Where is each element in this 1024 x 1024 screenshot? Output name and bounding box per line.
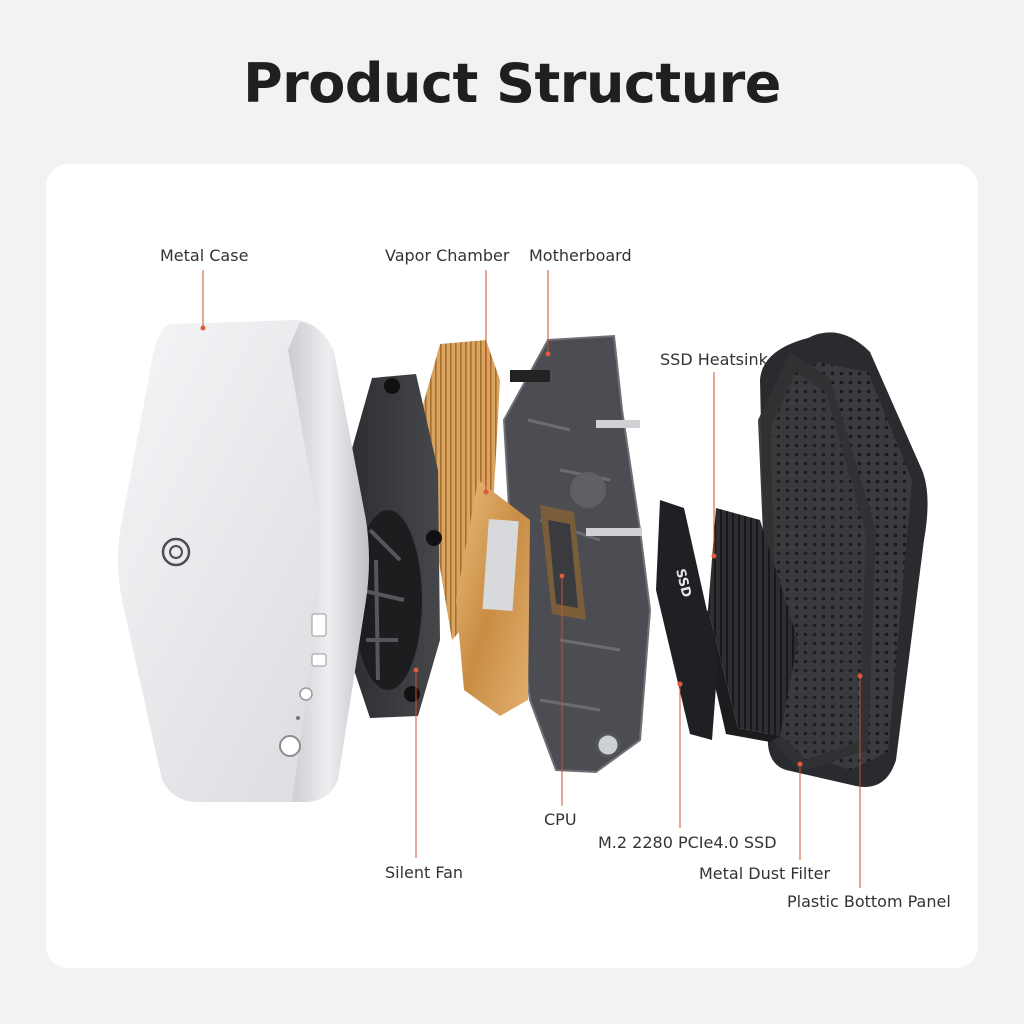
silent-fan-part [344,374,442,718]
metal-case-part [118,320,369,802]
leader-lines [202,270,861,888]
metal-dust-filter-part [758,352,876,772]
m2-ssd-part: SSD [656,500,718,740]
ssd-chip-text: SSD [672,567,694,599]
label-ssd-heatsink: SSD Heatsink [660,350,768,369]
label-motherboard: Motherboard [529,246,632,265]
cpu-part [540,505,586,620]
label-vapor-chamber: Vapor Chamber [385,246,510,265]
label-metal-case: Metal Case [160,246,249,265]
label-metal-dust-filter: Metal Dust Filter [699,864,831,883]
label-ssd: M.2 2280 PCIe4.0 SSD [598,833,777,852]
label-cpu: CPU [544,810,577,829]
page-title: Product Structure [243,52,781,115]
vapor-chamber-part [416,340,530,716]
label-silent-fan: Silent Fan [385,863,464,882]
leader-dots [200,325,863,767]
label-plastic-bottom-panel: Plastic Bottom Panel [787,892,951,911]
